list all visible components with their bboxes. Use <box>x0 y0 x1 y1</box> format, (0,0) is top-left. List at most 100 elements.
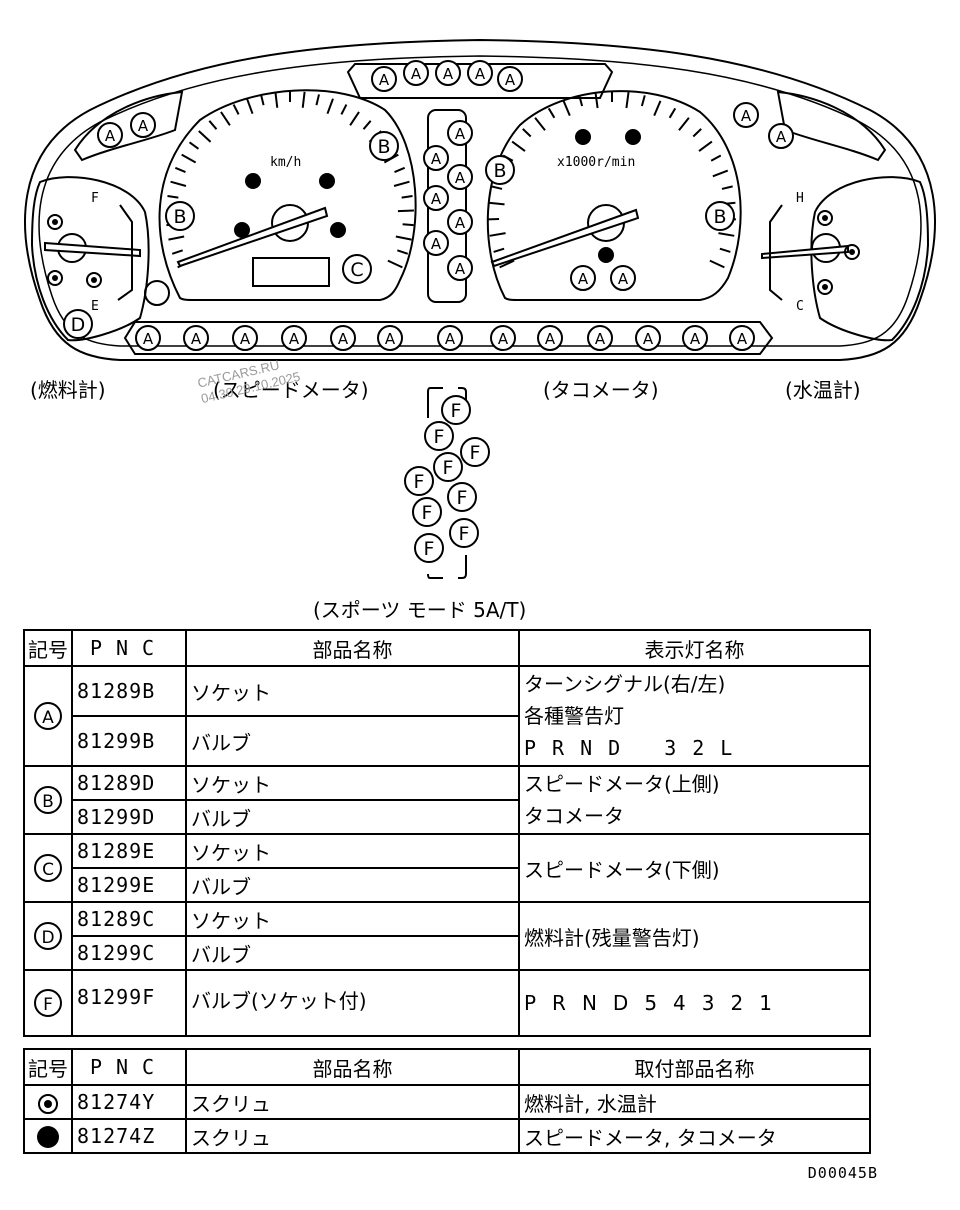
svg-text:A: A <box>431 235 442 253</box>
svg-text:F: F <box>422 502 433 524</box>
tick-mark <box>340 104 348 115</box>
bulb-symbol-a-icon: A <box>130 112 156 138</box>
symbol-cell: C <box>23 833 73 903</box>
svg-text:A: A <box>105 127 116 145</box>
symbol-c-icon: C <box>34 854 62 882</box>
filled-screw <box>319 173 335 189</box>
tick-mark <box>174 166 186 173</box>
bulb-symbol-f-icon: F <box>414 533 444 563</box>
svg-text:B: B <box>493 160 506 182</box>
bulb-symbol-f-icon: F <box>404 466 434 496</box>
circle-dot-screw-icon <box>38 1093 58 1114</box>
speedometer-dial <box>158 89 417 301</box>
svg-text:A: A <box>690 330 701 348</box>
tick-mark <box>534 117 546 131</box>
tick-mark <box>301 91 306 108</box>
mount-location-cell: 燃料計, 水温計 <box>518 1084 871 1120</box>
circle-dot-screw <box>844 244 860 260</box>
filled-circle-screw-icon <box>37 1126 59 1149</box>
svg-text:A: A <box>338 330 349 348</box>
bulb-symbol-a-icon: A <box>729 325 755 351</box>
tick-mark <box>395 235 412 241</box>
tick-mark <box>709 259 725 269</box>
svg-text:F: F <box>424 538 435 560</box>
temp-hot-mark: H <box>796 191 804 206</box>
tick-mark <box>394 166 406 173</box>
tick-mark <box>387 259 403 269</box>
svg-text:A: A <box>455 125 466 143</box>
table-row: 81274Z スクリュ スピードメータ, タコメータ <box>23 1118 871 1154</box>
symbol-cell <box>23 1118 73 1154</box>
bulb-symbol-a-icon: A <box>467 60 493 86</box>
tick-mark <box>578 95 584 107</box>
mount-location-cell: スピードメータ, タコメータ <box>518 1118 871 1154</box>
tick-mark <box>547 107 556 119</box>
tachometer-ticks <box>488 91 736 269</box>
bulb-symbol-a-icon: A <box>682 325 708 351</box>
bulb-symbol-b-icon: B <box>485 155 515 185</box>
svg-text:F: F <box>457 487 468 509</box>
svg-text:A: A <box>191 330 202 348</box>
tick-mark <box>274 91 279 108</box>
header-pnc: PNC <box>71 1048 187 1086</box>
tick-mark <box>522 128 532 138</box>
header-pnc: PNC <box>71 629 187 667</box>
tick-mark <box>188 141 200 150</box>
fuel-gauge-needle <box>44 241 141 258</box>
tick-mark <box>171 249 183 255</box>
left-upper-indicator-window <box>73 90 184 162</box>
temp-gauge-label: (水温計) <box>785 378 861 402</box>
tachometer-label: (タコメータ) <box>543 378 659 402</box>
part-name-cell: スクリュ <box>185 1084 520 1120</box>
cluster-inner-housing <box>38 55 922 347</box>
svg-text:A: A <box>737 330 748 348</box>
svg-text:A: A <box>618 270 629 288</box>
part-name-cell: バルブ(ソケット付) <box>185 969 520 1037</box>
pnc-cell: 81289E <box>71 833 187 869</box>
fuel-gauge-pod <box>30 176 150 342</box>
table-row: C 81289E ソケット スピードメータ(下側) <box>23 833 871 903</box>
bulb-symbol-a-icon: A <box>97 122 123 148</box>
temp-gauge-pod <box>810 176 930 342</box>
bulb-symbol-a-icon: A <box>423 230 449 256</box>
symbol-cell: D <box>23 901 73 971</box>
svg-text:F: F <box>470 442 481 464</box>
bulb-symbol-a-icon: A <box>768 123 794 149</box>
tick-mark <box>170 180 187 187</box>
svg-text:A: A <box>455 214 466 232</box>
svg-text:F: F <box>434 426 445 448</box>
bulb-symbol-a-icon: A <box>447 209 473 235</box>
symbol-d-icon: D <box>34 922 62 950</box>
tick-mark <box>362 120 372 130</box>
lamp-cell: スピードメータ(上側) タコメータ <box>518 765 871 835</box>
tachometer-needle <box>490 208 640 268</box>
svg-text:A: A <box>138 117 149 135</box>
part-name-cell: バルブ <box>185 715 520 767</box>
tick-mark <box>719 247 731 253</box>
tick-mark <box>489 232 506 237</box>
tick-mark <box>246 98 254 115</box>
tick-mark <box>402 223 414 227</box>
fuel-empty-mark: E <box>91 299 99 314</box>
pnc-cell: 81299E <box>71 867 187 903</box>
circle-dot-screw <box>86 272 102 288</box>
pnc-cell: 81289D <box>71 765 187 801</box>
filled-screw <box>598 247 614 263</box>
circle-dot-screw <box>47 214 63 230</box>
tick-mark <box>220 111 231 126</box>
bulb-symbol-c-icon: C <box>342 254 372 284</box>
tick-mark <box>168 235 185 241</box>
tick-mark <box>493 247 505 253</box>
tick-mark <box>260 94 265 106</box>
bulb-symbol-a-icon: A <box>570 265 596 291</box>
fuel-full-mark: F <box>91 191 99 206</box>
odometer-window <box>252 257 330 287</box>
bulb-symbol-a-icon: A <box>447 164 473 190</box>
tick-mark <box>625 91 630 109</box>
tick-mark <box>511 140 526 152</box>
tick-mark <box>167 194 179 199</box>
pnc-cell: 81299F <box>71 969 187 1037</box>
part-name-cell: ソケット <box>185 833 520 869</box>
bulb-symbol-b-icon: B <box>165 201 195 231</box>
header-mount-location: 取付部品名称 <box>518 1048 871 1086</box>
